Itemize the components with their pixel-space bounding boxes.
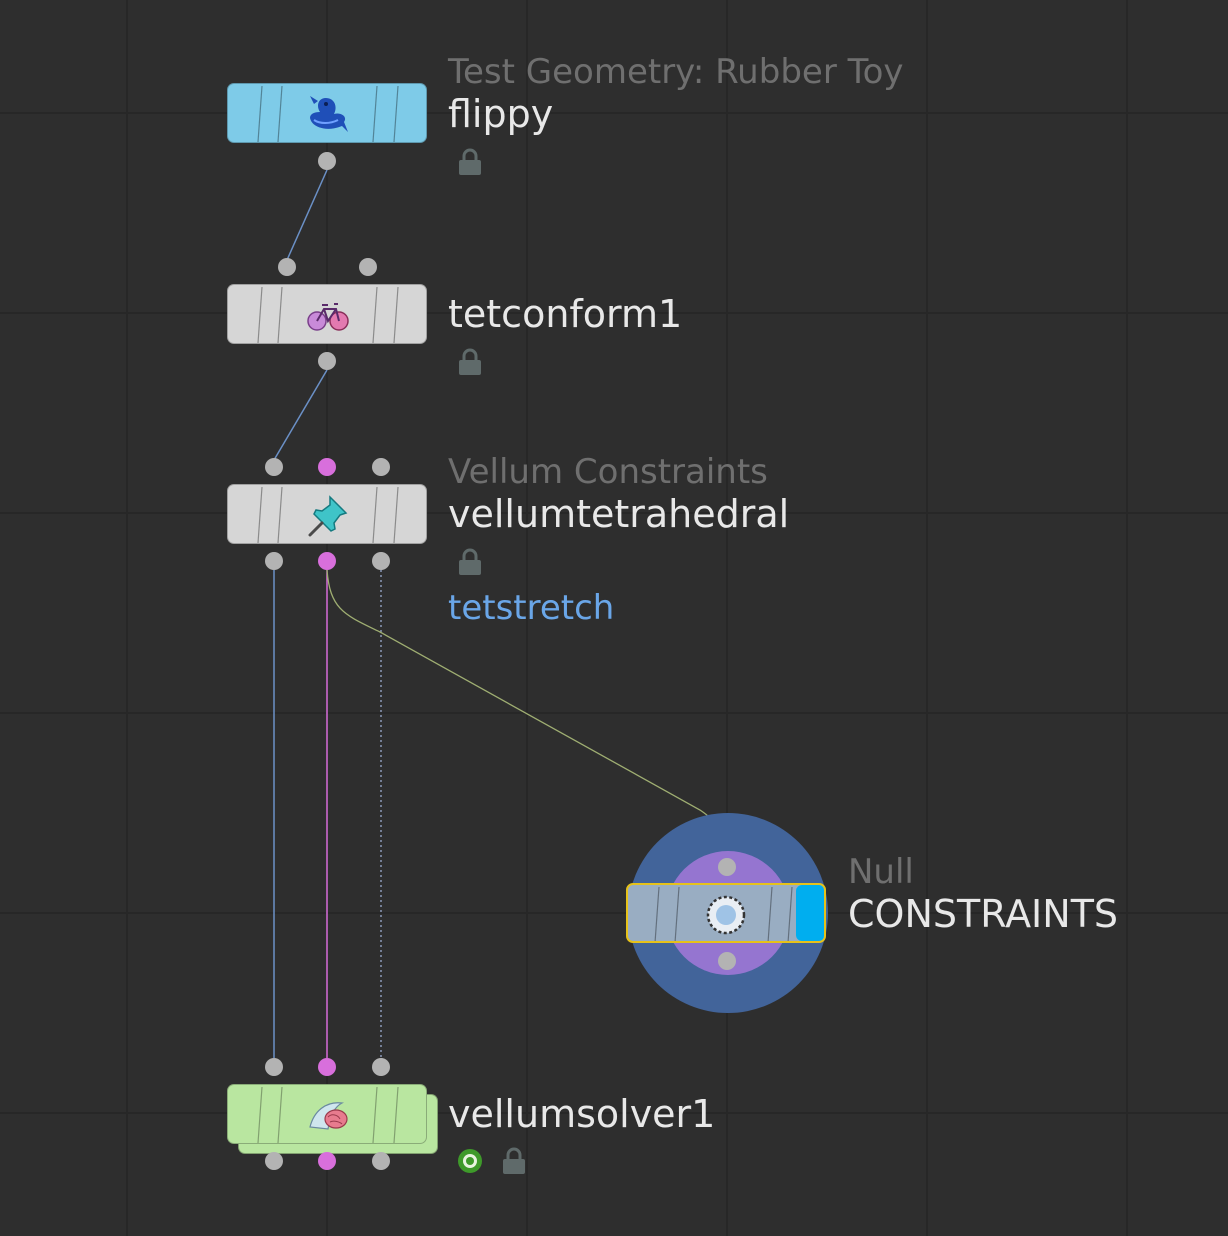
tetconform1-input-port-1[interactable]	[278, 258, 296, 276]
node-vellumtetrahedral[interactable]	[227, 484, 427, 544]
vellum-solver-icon	[309, 1102, 348, 1130]
vellumsolver1-name-label[interactable]: vellumsolver1	[448, 1092, 716, 1136]
vellumtetrahedral-name-label[interactable]: vellumtetrahedral	[448, 492, 790, 536]
vellumsolver1-output-port-3[interactable]	[372, 1152, 390, 1170]
node-stripes	[257, 1086, 399, 1143]
display-flag[interactable]	[796, 885, 824, 941]
null-circle-icon	[706, 895, 746, 935]
vellumtetrahedral-input-port-2[interactable]	[318, 458, 336, 476]
node-constraints[interactable]	[626, 883, 826, 943]
vellumtetrahedral-input-port-3[interactable]	[372, 458, 390, 476]
node-vellumsolver1[interactable]	[227, 1084, 427, 1144]
node-stripes	[257, 85, 399, 142]
constraints-output-port[interactable]	[718, 952, 736, 970]
rubber-duck-icon	[310, 96, 348, 132]
green-ring-icon[interactable]	[456, 1147, 484, 1175]
vellumsolver1-input-port-1[interactable]	[265, 1058, 283, 1076]
node-stripes	[257, 286, 399, 343]
vellumsolver1-input-port-3[interactable]	[372, 1058, 390, 1076]
vellumtetrahedral-output-port-constraints[interactable]	[318, 552, 336, 570]
wire-tetconform1-to-vellumtetrahedral[interactable]	[273, 369, 328, 461]
vellumsolver1-output-port-1[interactable]	[265, 1152, 283, 1170]
vellumtetrahedral-output-port-geometry[interactable]	[265, 552, 283, 570]
constraints-name-label[interactable]: CONSTRAINTS	[848, 892, 1119, 936]
node-stripes	[654, 886, 793, 941]
bicycle-icon	[307, 303, 349, 331]
vellumsolver1-input-port-2[interactable]	[318, 1058, 336, 1076]
vellumsolver1-output-port-2[interactable]	[318, 1152, 336, 1170]
tetconform1-name-label[interactable]: tetconform1	[448, 292, 683, 336]
vellumtetrahedral-type-label: Vellum Constraints	[448, 452, 768, 492]
lock-icon[interactable]	[457, 348, 483, 376]
flippy-name-label[interactable]: flippy	[448, 92, 554, 136]
vellumtetrahedral-comment: tetstretch	[448, 588, 615, 628]
tetconform1-output-port[interactable]	[318, 352, 336, 370]
tetconform1-input-port-2[interactable]	[359, 258, 377, 276]
wire-flippy-to-tetconform1[interactable]	[286, 169, 328, 261]
lock-icon[interactable]	[457, 548, 483, 576]
node-stripes	[257, 486, 399, 543]
pushpin-icon	[308, 495, 348, 537]
constraints-input-port[interactable]	[718, 858, 736, 876]
vellumtetrahedral-input-port-1[interactable]	[265, 458, 283, 476]
vellumtetrahedral-output-port-collision[interactable]	[372, 552, 390, 570]
lock-icon[interactable]	[501, 1147, 527, 1175]
lock-icon[interactable]	[457, 148, 483, 176]
node-flippy[interactable]	[227, 83, 427, 143]
flippy-output-port[interactable]	[318, 152, 336, 170]
flippy-type-label: Test Geometry: Rubber Toy	[448, 52, 904, 92]
node-tetconform1[interactable]	[227, 284, 427, 344]
constraints-type-label: Null	[848, 852, 914, 892]
